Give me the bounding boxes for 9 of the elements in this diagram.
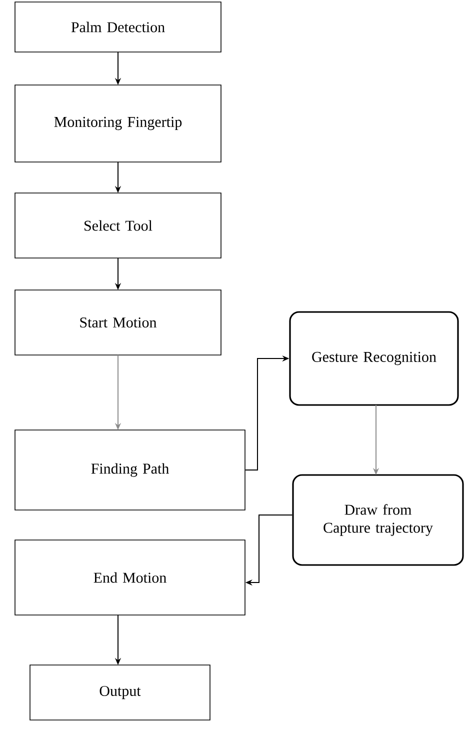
process-box: Finding Path	[14, 430, 246, 510]
process-box: Monitoring Fingertip	[14, 84, 222, 162]
process-box: End Motion	[14, 540, 246, 616]
process-box: Start Motion	[14, 290, 222, 356]
rounded-box: Gesture Recognition	[289, 311, 459, 406]
process-box: Select Tool	[14, 192, 222, 258]
rounded-box: Draw from Capture trajectory	[292, 474, 464, 566]
process-box: Palm Detection	[14, 2, 222, 52]
process-box: Output	[30, 664, 210, 720]
